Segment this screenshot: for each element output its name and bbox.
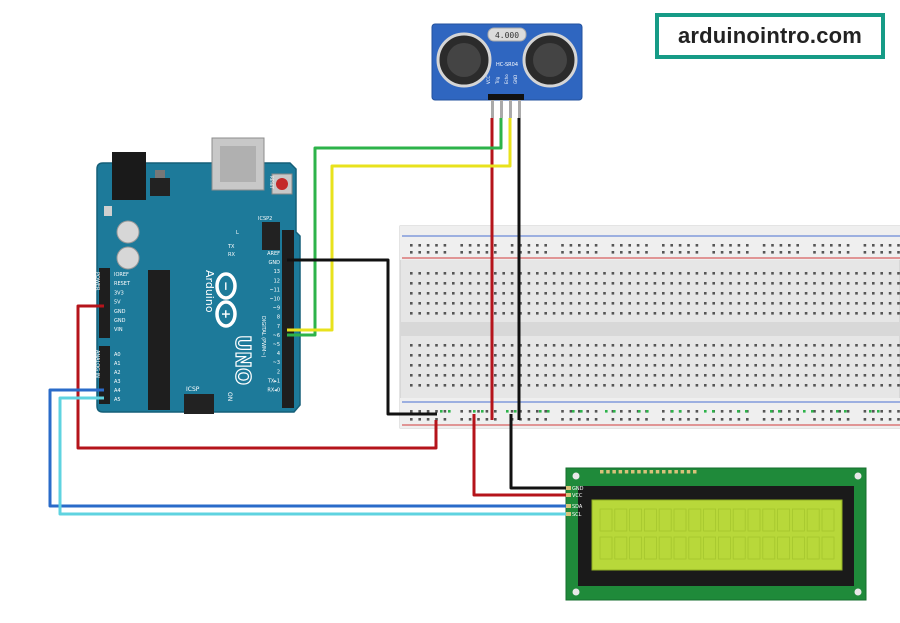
arduino-pin-label: 13 — [274, 269, 280, 275]
wire-arduino-gnd — [287, 258, 437, 416]
arduino-pin-label: RESET — [114, 281, 131, 287]
icsp-label: ICSP — [186, 386, 200, 393]
wire-lcd-vcc — [472, 414, 566, 497]
lcd-pin-label: GND — [572, 486, 584, 492]
wire-lcd-scl — [58, 396, 566, 516]
sensor-pins — [491, 100, 521, 118]
wire-sensor-trig — [287, 118, 503, 337]
power-header — [99, 268, 110, 338]
arduino-right-pin-labels: AREF GND 13 12 ~11 ~10 ~9 8 7 ~6 ~5 4 ~3 2TX▸1RX◂0 ICS… — [227, 216, 280, 394]
lcd-character-grid — [599, 508, 835, 560]
wires — [48, 118, 566, 516]
arduino-pin-label: RX◂0 — [267, 388, 280, 394]
lcd-pin-label: SCL — [572, 512, 582, 518]
analog-in-label: ANALOG IN — [94, 350, 100, 378]
arduino-pin-label: A5 — [114, 397, 121, 403]
arduino-pin-label: 8 — [277, 315, 280, 321]
arduino-pin-label: RX — [228, 252, 235, 258]
arduino-pin-label: 7 — [277, 324, 280, 330]
arduino-pin-label: ~3 — [273, 360, 280, 366]
lcd-header-pins — [600, 470, 697, 474]
arduino-pin-label: GND — [114, 318, 126, 324]
arduino-pin-label: TX▸1 — [267, 378, 280, 384]
lcd-pin-label: SDA — [572, 504, 583, 510]
arduino-pin-label: ~5 — [273, 342, 280, 348]
arduino-pin-label: TX — [227, 244, 235, 250]
arduino-pin-label: A1 — [114, 361, 121, 367]
reset-label: RESET — [269, 176, 274, 189]
arduino-pin-label: ~6 — [273, 333, 280, 339]
arduino-pin-label: 2 — [277, 369, 280, 375]
arduino-logo-text: Arduino — [203, 270, 216, 313]
arduino-pin-label: 12 — [274, 278, 280, 284]
sensor-pin-label: Echo — [504, 74, 509, 84]
breadboard — [399, 225, 900, 429]
arduino-pin-label: VIN — [114, 327, 123, 333]
icsp2-header — [262, 222, 280, 250]
sensor-crystal — [487, 27, 527, 42]
sensor-pin-label: Trig — [495, 76, 500, 85]
sensor-pin-labels: VCC Trig Echo GND — [486, 74, 518, 85]
arduino-pin-label: L — [236, 230, 239, 236]
arduino-model-text: UNO — [231, 335, 255, 385]
wire-lcd-sda — [48, 388, 566, 508]
power-label: POWER — [94, 272, 100, 291]
hc-sr04-sensor: 4.000 HC-SR04 VCC Trig Echo GND — [431, 23, 583, 118]
arduino-pin-label: IOREF — [114, 272, 129, 278]
on-label: ON — [226, 392, 233, 401]
arduino-pin-label: ~10 — [269, 297, 280, 303]
brand-watermark: arduinointro.com — [655, 13, 885, 59]
atmega-chip — [148, 270, 170, 410]
arduino-pin-label: 5V — [114, 300, 121, 306]
sensor-pin-label: GND — [513, 75, 518, 84]
arduino-pin-label: A4 — [114, 388, 121, 394]
arduino-pin-label: A2 — [114, 370, 121, 376]
sensor-pin-label: VCC — [486, 75, 491, 84]
analog-header — [99, 346, 110, 404]
wire-sensor-echo — [287, 118, 512, 332]
wire-lcd-gnd — [509, 414, 566, 490]
power-jack — [112, 152, 146, 200]
svg-text:−: − — [219, 281, 233, 291]
arduino-pin-label: ~9 — [273, 306, 280, 312]
arduino-pin-label: GND — [114, 309, 126, 315]
arduino-pin-label: A3 — [114, 379, 121, 385]
arduino-pin-label: ICSP2 — [258, 216, 272, 222]
arduino-pin-label: A0 — [114, 352, 121, 358]
arduino-pin-label: 4 — [277, 351, 280, 357]
arduino-pin-label: GND — [269, 260, 281, 266]
digital-header — [282, 230, 294, 408]
sensor-crystal-label: 4.000 — [495, 31, 519, 40]
lcd-screen — [591, 499, 843, 571]
arduino-pin-label: AREF — [267, 251, 280, 257]
arduino-infinity-logo: − + — [215, 272, 237, 328]
svg-text:+: + — [219, 309, 233, 319]
lcd-pin-label: VCC — [572, 493, 583, 499]
digital-pwm-label: DIGITAL (PWM~) — [260, 316, 266, 358]
arduino-pin-label: 3V3 — [114, 290, 124, 296]
wire-arduino-5v — [76, 304, 438, 450]
icsp-header — [184, 394, 214, 414]
sensor-model-label: HC-SR04 — [496, 62, 518, 68]
brand-text: arduinointro.com — [677, 23, 863, 48]
arduino-uno-board: − + Arduino UNO IOREF RESET 3V3 5V GND GND VIN… — [94, 137, 301, 414]
arduino-pin-label: ~11 — [269, 287, 280, 293]
